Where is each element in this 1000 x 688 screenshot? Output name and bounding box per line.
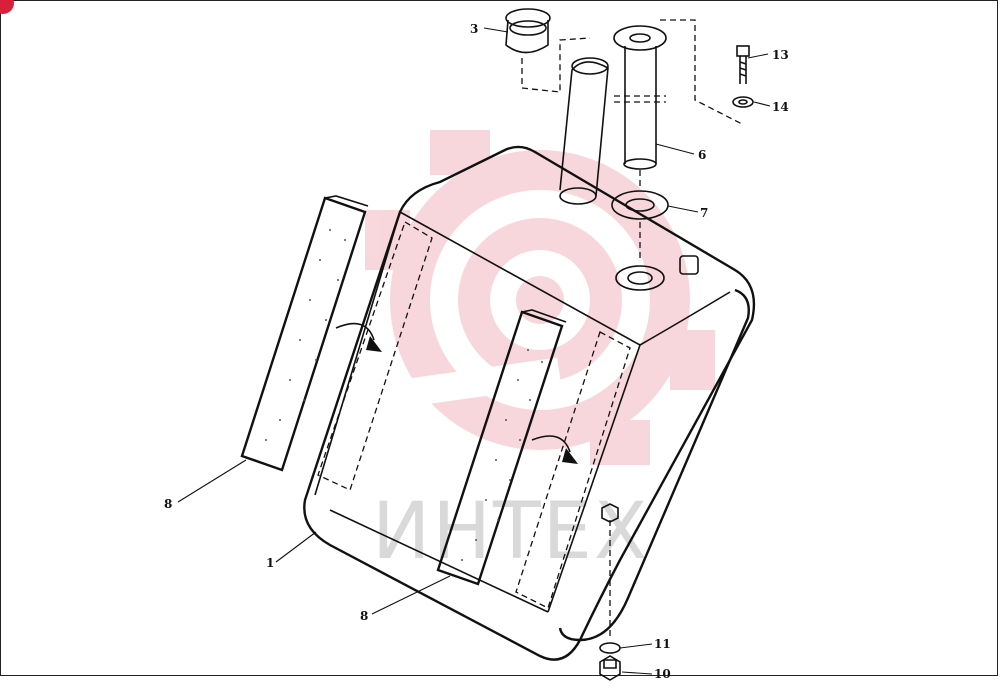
callout-3: 3 <box>470 22 478 36</box>
watermark-logo <box>365 130 715 465</box>
filler-neck <box>559 57 609 205</box>
drain-plug-part-10 <box>599 655 621 681</box>
callouts: 3 13 14 6 7 8 1 8 11 10 <box>164 22 789 681</box>
seal-ring-part-11 <box>599 642 621 654</box>
callout-1: 1 <box>266 556 274 570</box>
callout-6: 6 <box>698 148 706 162</box>
callout-10: 10 <box>654 667 671 681</box>
breather-cap <box>679 255 699 275</box>
callout-13: 13 <box>772 48 789 62</box>
fuel-tank <box>303 145 756 661</box>
callout-14: 14 <box>772 100 789 114</box>
watermark-text: ИНТЕХ <box>372 487 649 577</box>
washer-part-14 <box>732 96 754 108</box>
leader-lines <box>177 27 771 675</box>
pad-part-8-left <box>240 195 382 472</box>
filler-cap-part-3 <box>505 8 591 93</box>
pad-part-8-right <box>436 309 578 586</box>
screw-assembly-path <box>660 19 743 125</box>
corner-badge <box>0 0 14 14</box>
gasket-part-7 <box>611 190 669 220</box>
callout-7: 7 <box>700 206 708 220</box>
callout-8-right: 8 <box>360 609 368 623</box>
drain-assembly <box>599 503 621 681</box>
callout-8-left: 8 <box>164 497 172 511</box>
callout-11: 11 <box>654 637 671 651</box>
bolt-part-13 <box>736 45 750 84</box>
